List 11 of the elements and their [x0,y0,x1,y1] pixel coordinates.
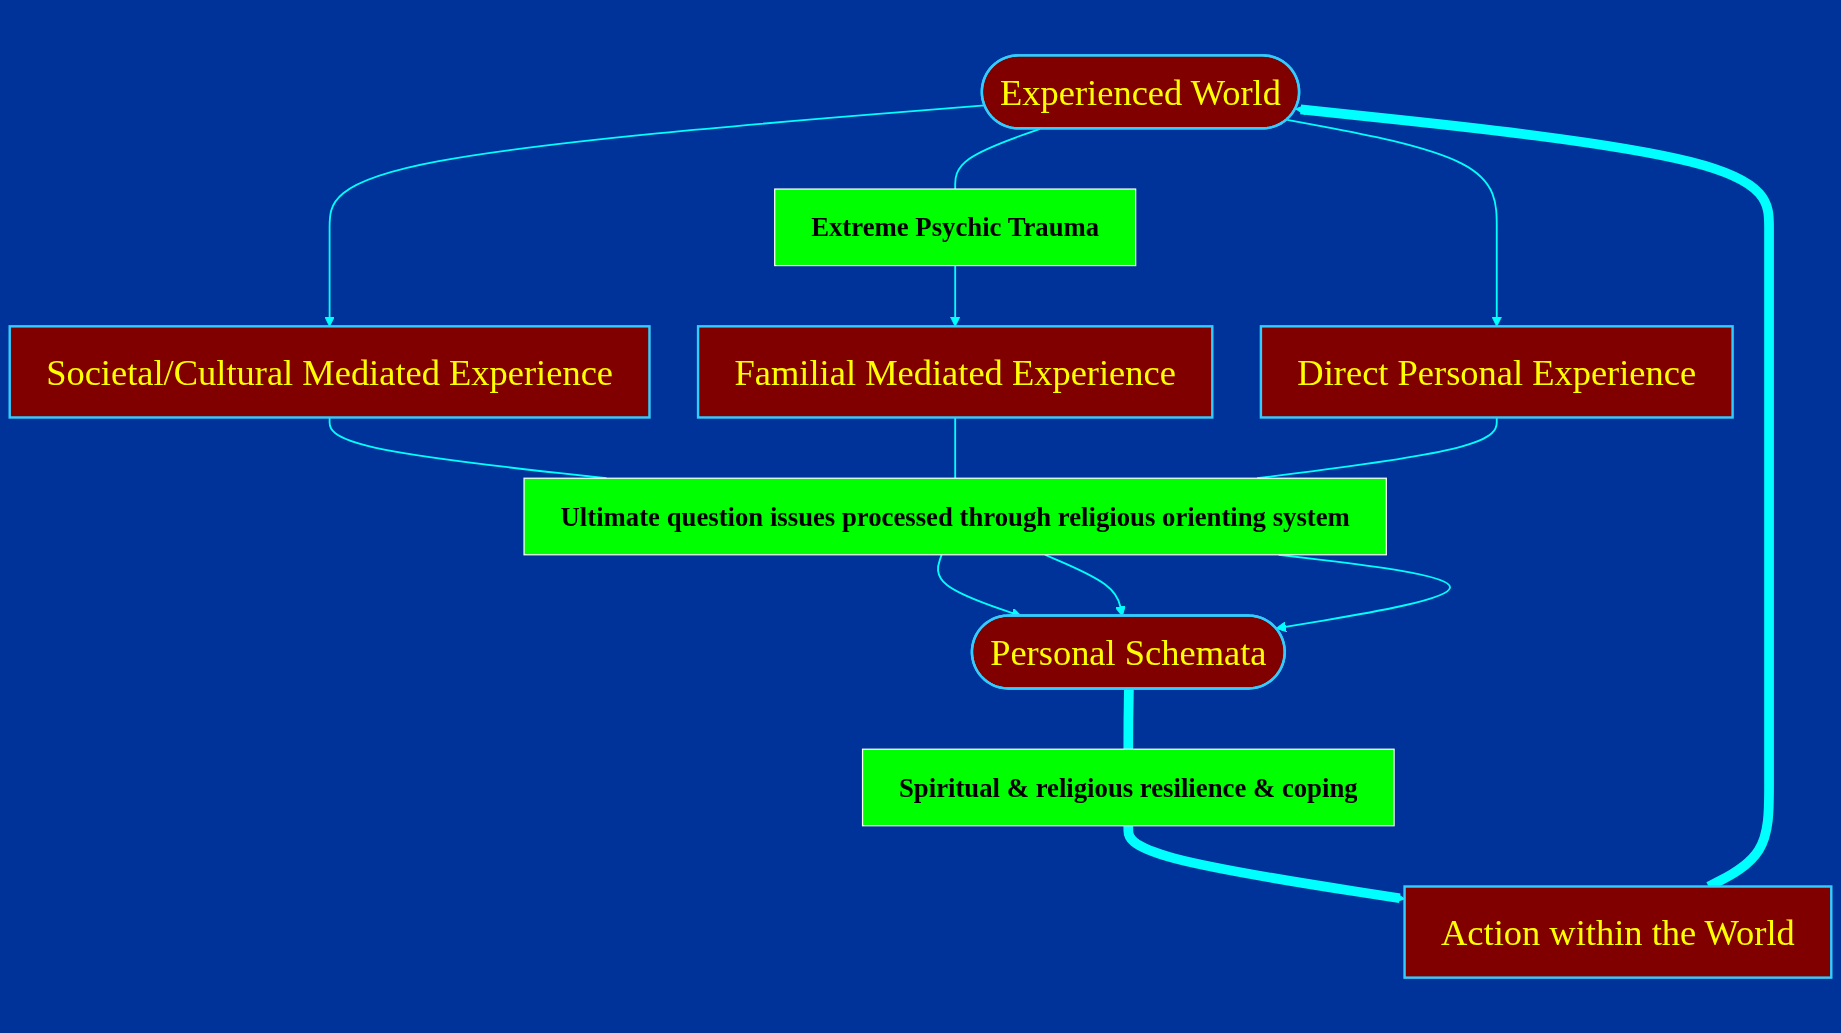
node-box: Ultimate question issues processed through religious orienting system [523,477,1387,556]
arrow [1286,118,1503,327]
arrow [949,264,961,327]
node-box: Spiritual & religious resilience & coping [861,748,1395,827]
arrow [1275,553,1451,633]
connector [1123,688,1134,750]
node-box: Extreme Psychic Trauma [774,188,1137,267]
node-box: Societal/Cultural Mediated Experience [8,325,651,419]
node-box: Familial Mediated Experience [696,325,1214,419]
node-box: Direct Personal Experience [1259,325,1734,419]
node-box: Action within the World [1403,885,1833,979]
